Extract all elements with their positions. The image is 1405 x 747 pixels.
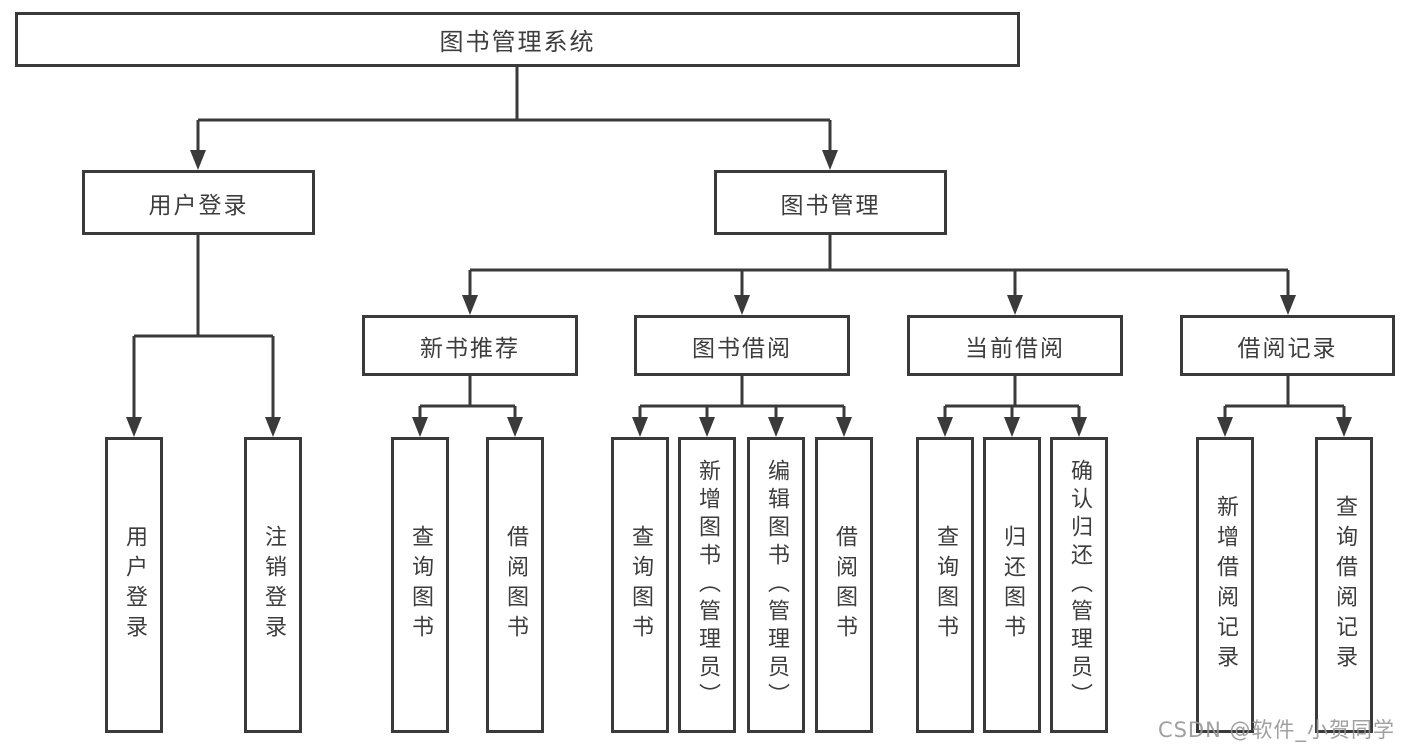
arrowhead bbox=[1280, 295, 1296, 315]
arrowhead bbox=[1004, 417, 1020, 437]
leaf-user-login: 用户登录 bbox=[105, 437, 163, 733]
connector-borrow-record bbox=[1223, 376, 1346, 419]
arrowhead bbox=[190, 150, 206, 170]
arrowhead bbox=[1071, 417, 1087, 437]
connector-book-management bbox=[468, 235, 1290, 297]
csdn-watermark: CSDN @软件_小贺同学 bbox=[1157, 718, 1395, 742]
connector-user-login bbox=[132, 235, 275, 419]
leaf-query-book-recommend: 查询图书 bbox=[391, 437, 449, 733]
leaf-add-book-admin: 新增图书（管理员） bbox=[678, 437, 736, 733]
node-root-system: 图书管理系统 bbox=[15, 12, 1020, 67]
arrowhead bbox=[836, 417, 852, 437]
leaf-query-book-borrow: 查询图书 bbox=[611, 437, 669, 733]
arrowhead bbox=[265, 417, 281, 437]
node-book-management: 图书管理 bbox=[714, 170, 947, 235]
node-new-book-recommend: 新书推荐 bbox=[362, 315, 578, 376]
leaf-borrow-book-recommend: 借阅图书 bbox=[486, 437, 544, 733]
connector-root bbox=[196, 67, 832, 152]
arrowhead bbox=[768, 417, 784, 437]
leaf-query-book-current: 查询图书 bbox=[916, 437, 974, 733]
connector-new-book bbox=[418, 376, 517, 419]
node-book-borrow: 图书借阅 bbox=[634, 315, 850, 376]
leaf-query-borrow-record: 查询借阅记录 bbox=[1315, 437, 1373, 733]
leaf-confirm-return-admin: 确认归还（管理员） bbox=[1050, 437, 1108, 733]
node-user-login: 用户登录 bbox=[82, 170, 315, 235]
leaf-logout-login: 注销登录 bbox=[244, 437, 302, 733]
arrowhead bbox=[126, 417, 142, 437]
arrowhead bbox=[699, 417, 715, 437]
arrowhead bbox=[507, 417, 523, 437]
connector-current-borrow bbox=[943, 376, 1081, 419]
arrowhead bbox=[734, 295, 750, 315]
leaf-return-book: 归还图书 bbox=[983, 437, 1041, 733]
arrowhead bbox=[1336, 417, 1352, 437]
node-current-borrow: 当前借阅 bbox=[907, 315, 1123, 376]
arrowhead bbox=[462, 295, 478, 315]
arrowhead bbox=[412, 417, 428, 437]
leaf-borrow-book: 借阅图书 bbox=[815, 437, 873, 733]
arrowhead bbox=[1217, 417, 1233, 437]
node-borrow-record: 借阅记录 bbox=[1180, 315, 1395, 376]
leaf-add-borrow-record: 新增借阅记录 bbox=[1196, 437, 1254, 733]
arrowhead bbox=[1007, 295, 1023, 315]
arrowhead bbox=[822, 150, 838, 170]
arrowhead bbox=[937, 417, 953, 437]
arrowhead bbox=[632, 417, 648, 437]
leaf-edit-book-admin: 编辑图书（管理员） bbox=[747, 437, 805, 733]
connector-book-borrow bbox=[638, 376, 846, 419]
